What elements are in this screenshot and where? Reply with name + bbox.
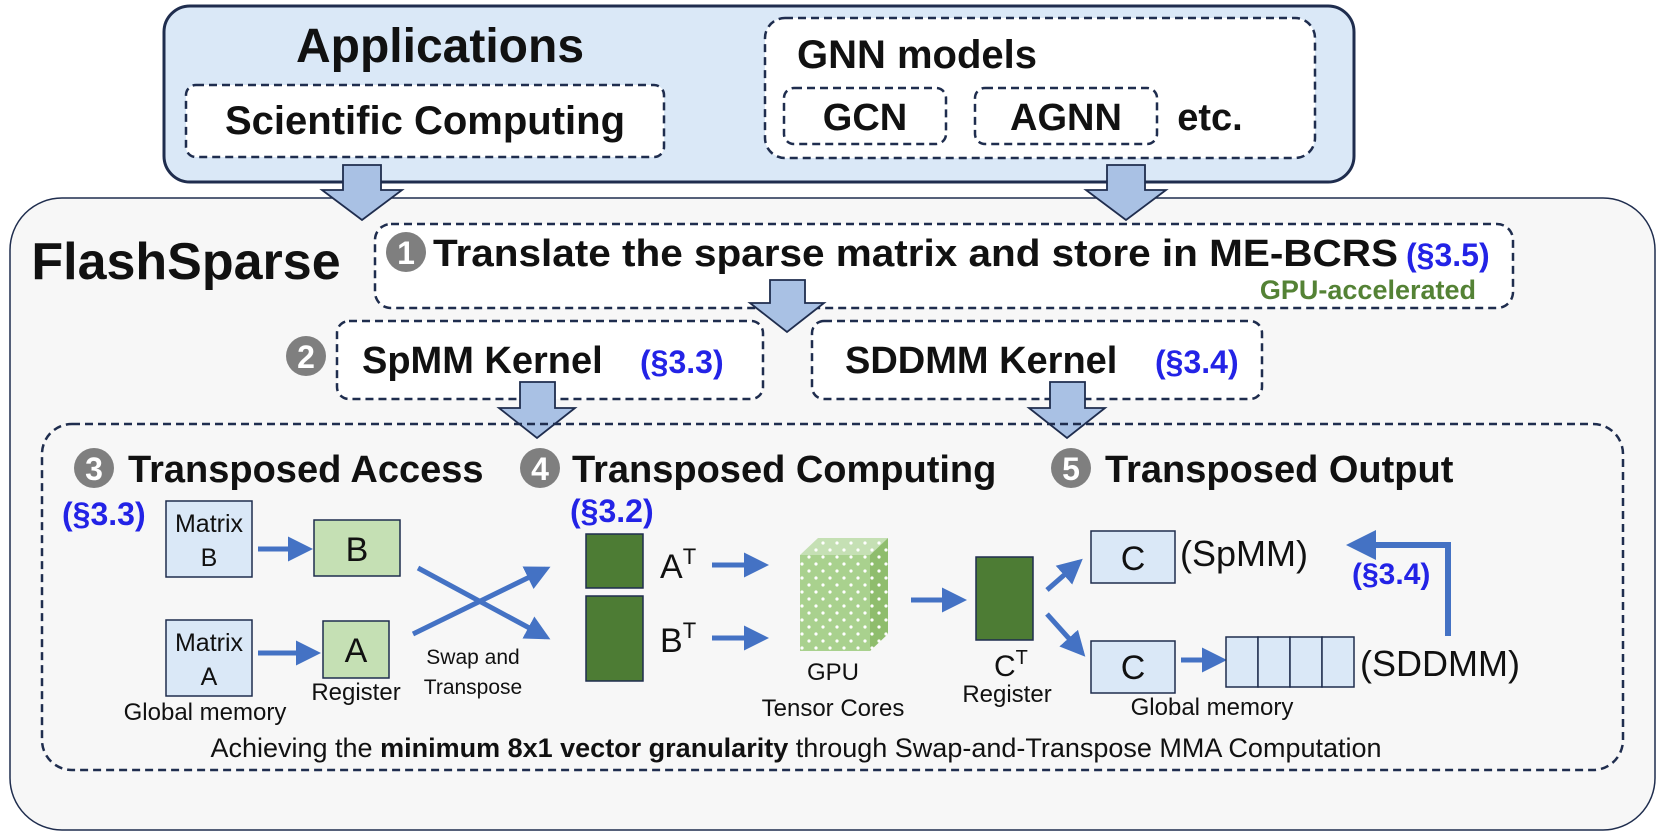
c-sddmm-label: C	[1121, 649, 1146, 687]
step3-number: 3	[85, 451, 103, 487]
tensor-cores-label: Tensor Cores	[762, 695, 905, 722]
applications-title: Applications	[296, 20, 584, 73]
matrix-b-label-1: Matrix	[175, 510, 244, 538]
matrix-b-box	[165, 500, 253, 578]
footer-bold: minimum 8x1 vector granularity	[380, 733, 788, 763]
step2-circle	[286, 336, 326, 376]
step5-title: Transposed Output	[1105, 449, 1454, 491]
step4-circle	[520, 448, 560, 488]
spmm-kernel-label: SpMM Kernel	[362, 340, 603, 382]
sddmm-output-label: (SDDMM)	[1360, 643, 1520, 684]
output-ref: (§3.4)	[1352, 558, 1430, 591]
agnn-box	[973, 86, 1159, 146]
swap-label-2: Transpose	[424, 676, 522, 699]
scientific-computing-box	[184, 83, 666, 159]
a-transposed-label: AT	[660, 544, 696, 586]
c-transposed-sup: T	[1016, 647, 1028, 669]
block-arrow-step1-step2	[747, 279, 827, 334]
agnn-label: AGNN	[1010, 97, 1122, 139]
gpu-accelerated-note: GPU-accelerated	[1260, 275, 1476, 305]
step1-text: Translate the sparse matrix and store in…	[433, 233, 1398, 275]
global-memory-label-left: Global memory	[124, 699, 287, 726]
matrix-a-box	[165, 619, 253, 697]
a-transposed-sup: T	[683, 544, 696, 569]
c-transposed-label: CT	[994, 647, 1028, 683]
c-sddmm-box	[1090, 640, 1176, 694]
register-b-label: B	[346, 531, 369, 569]
scientific-computing-label: Scientific Computing	[225, 99, 625, 143]
gcn-box	[782, 86, 948, 146]
step4-title: Transposed Computing	[572, 449, 996, 491]
step4-number: 4	[531, 451, 549, 487]
c-spmm-box	[1090, 530, 1176, 584]
register-a-box	[322, 620, 390, 679]
global-memory-label-right: Global memory	[1131, 694, 1294, 721]
sddmm-kernel-label: SDDMM Kernel	[845, 340, 1117, 382]
step3-title: Transposed Access	[128, 449, 484, 491]
flashsparse-title: FlashSparse	[31, 233, 340, 291]
b-transposed-sup: T	[683, 618, 696, 643]
a-transposed-block	[585, 533, 644, 589]
gpu-label: GPU	[807, 659, 859, 686]
register-label-right: Register	[962, 681, 1051, 708]
sddmm-kernel-box	[810, 319, 1264, 401]
b-transposed-block	[585, 595, 644, 682]
footer-caption: Achieving the minimum 8x1 vector granula…	[210, 733, 1381, 763]
step4-ref: (§3.2)	[570, 493, 654, 529]
step1-ref: (§3.5)	[1406, 237, 1490, 273]
step3-circle	[74, 448, 114, 488]
kernel-detail-box	[40, 422, 1625, 772]
step1-box	[373, 222, 1515, 310]
register-label-left: Register	[311, 679, 400, 706]
block-arrow-down-right	[1083, 164, 1169, 222]
register-b-box	[313, 519, 401, 577]
arrow-c-to-spmm	[1045, 558, 1083, 592]
step5-number: 5	[1062, 451, 1080, 487]
c-transposed-block	[975, 556, 1034, 641]
sddmm-kernel-ref: (§3.4)	[1155, 344, 1239, 380]
b-transposed-label: BT	[660, 618, 696, 660]
arrow-c-to-sddmm	[1045, 612, 1086, 657]
etc-label: etc.	[1177, 97, 1242, 139]
step1-circle	[386, 232, 426, 272]
gnn-models-title: GNN models	[797, 33, 1037, 77]
step5-circle	[1051, 448, 1091, 488]
spmm-output-label: (SpMM)	[1180, 533, 1308, 574]
gcn-label: GCN	[823, 97, 907, 139]
swap-arrow-up	[411, 566, 551, 637]
step1-number: 1	[397, 235, 415, 271]
matrix-b-label-2: B	[201, 544, 218, 572]
sddmm-to-spmm-arrow	[1346, 530, 1451, 636]
tensor-core-cube	[800, 538, 888, 651]
matrix-a-label-1: Matrix	[175, 629, 244, 657]
spmm-kernel-ref: (§3.3)	[640, 344, 724, 380]
swap-label-1: Swap and	[426, 646, 519, 669]
step2-number: 2	[297, 339, 315, 375]
c-spmm-label: C	[1121, 540, 1146, 578]
register-a-label: A	[345, 632, 368, 670]
matrix-a-label-2: A	[201, 663, 218, 691]
step3-ref: (§3.3)	[62, 496, 146, 532]
block-arrow-down-left	[319, 164, 405, 222]
global-memory-cells	[1225, 636, 1355, 688]
